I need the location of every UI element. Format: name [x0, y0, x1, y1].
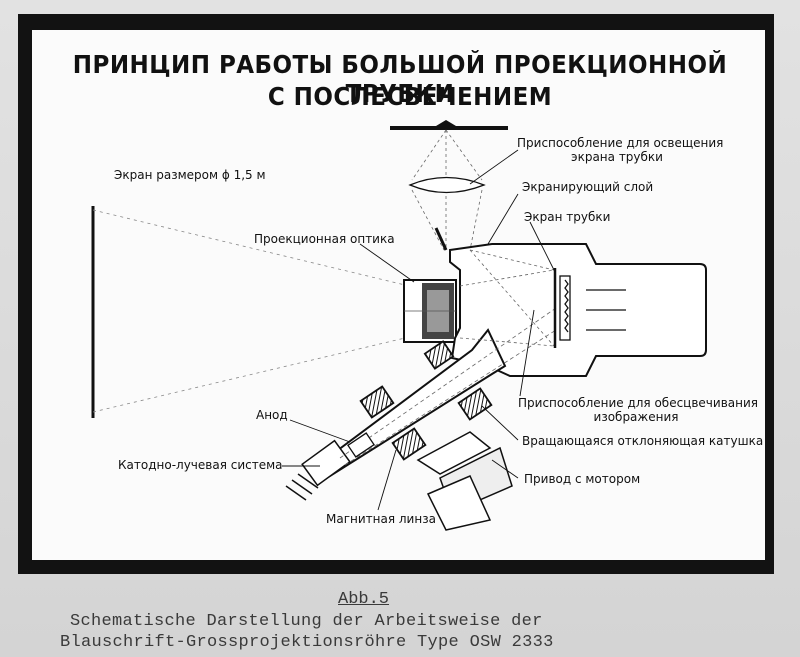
figure-number: Abb.5 — [338, 590, 390, 609]
label-erasing-device-line1: Приспособление для обесцвечивания — [518, 396, 758, 410]
caption-line1: Schematische Darstellung der Arbeitsweis… — [70, 612, 543, 631]
tube-back-leads — [586, 289, 626, 331]
projection-optics — [403, 279, 457, 343]
label-anode: Анод — [256, 408, 288, 422]
label-screen: Экран размером ϕ 1,5 м — [114, 168, 266, 182]
projection-rays — [92, 209, 406, 413]
label-magnetic-lens: Магнитная линза — [326, 512, 436, 526]
electron-beam — [339, 307, 557, 466]
label-erasing-device-line2: изображения — [593, 410, 679, 424]
label-lighting-device: Приспособление для освещения экрана труб… — [517, 136, 724, 164]
deflection-coils — [423, 340, 493, 421]
leader-lines — [282, 149, 556, 511]
mirror — [434, 227, 448, 251]
cathode-assembly — [285, 439, 351, 501]
label-tube-screen: Экран трубки — [524, 210, 611, 224]
anode — [347, 432, 375, 458]
label-projection-optics: Проекционная оптика — [254, 232, 395, 246]
label-erasing-device: Приспособление для обесцвечивания изобра… — [518, 396, 758, 424]
motor-drive — [416, 431, 513, 531]
label-rotating-coil: Вращающаяся отклоняющая катушка — [522, 434, 764, 448]
label-shielding-layer: Экранирующий слой — [522, 180, 654, 194]
magnetic-lens-coils — [359, 385, 427, 461]
erasing-element — [559, 275, 571, 341]
label-motor-drive: Привод с мотором — [524, 472, 641, 486]
label-lighting-device-line1: Приспособление для освещения — [517, 136, 724, 150]
diagram-title-line2: С ПОСЛЕСВЕЧЕНИЕМ — [267, 82, 553, 111]
label-lighting-device-line2: экрана трубки — [571, 150, 663, 164]
screen-rays — [459, 249, 555, 347]
label-cathode-system: Катодно-лучевая система — [118, 458, 283, 472]
caption-line2: Blauschrift-Grossprojektionsröhre Type O… — [60, 633, 554, 652]
diagram-title-line1: ПРИНЦИП РАБОТЫ БОЛЬШОЙ ПРОЕКЦИОННОЙ ТРУБ… — [72, 50, 728, 108]
condenser-lens — [408, 176, 486, 194]
lamp-bar — [390, 120, 508, 130]
